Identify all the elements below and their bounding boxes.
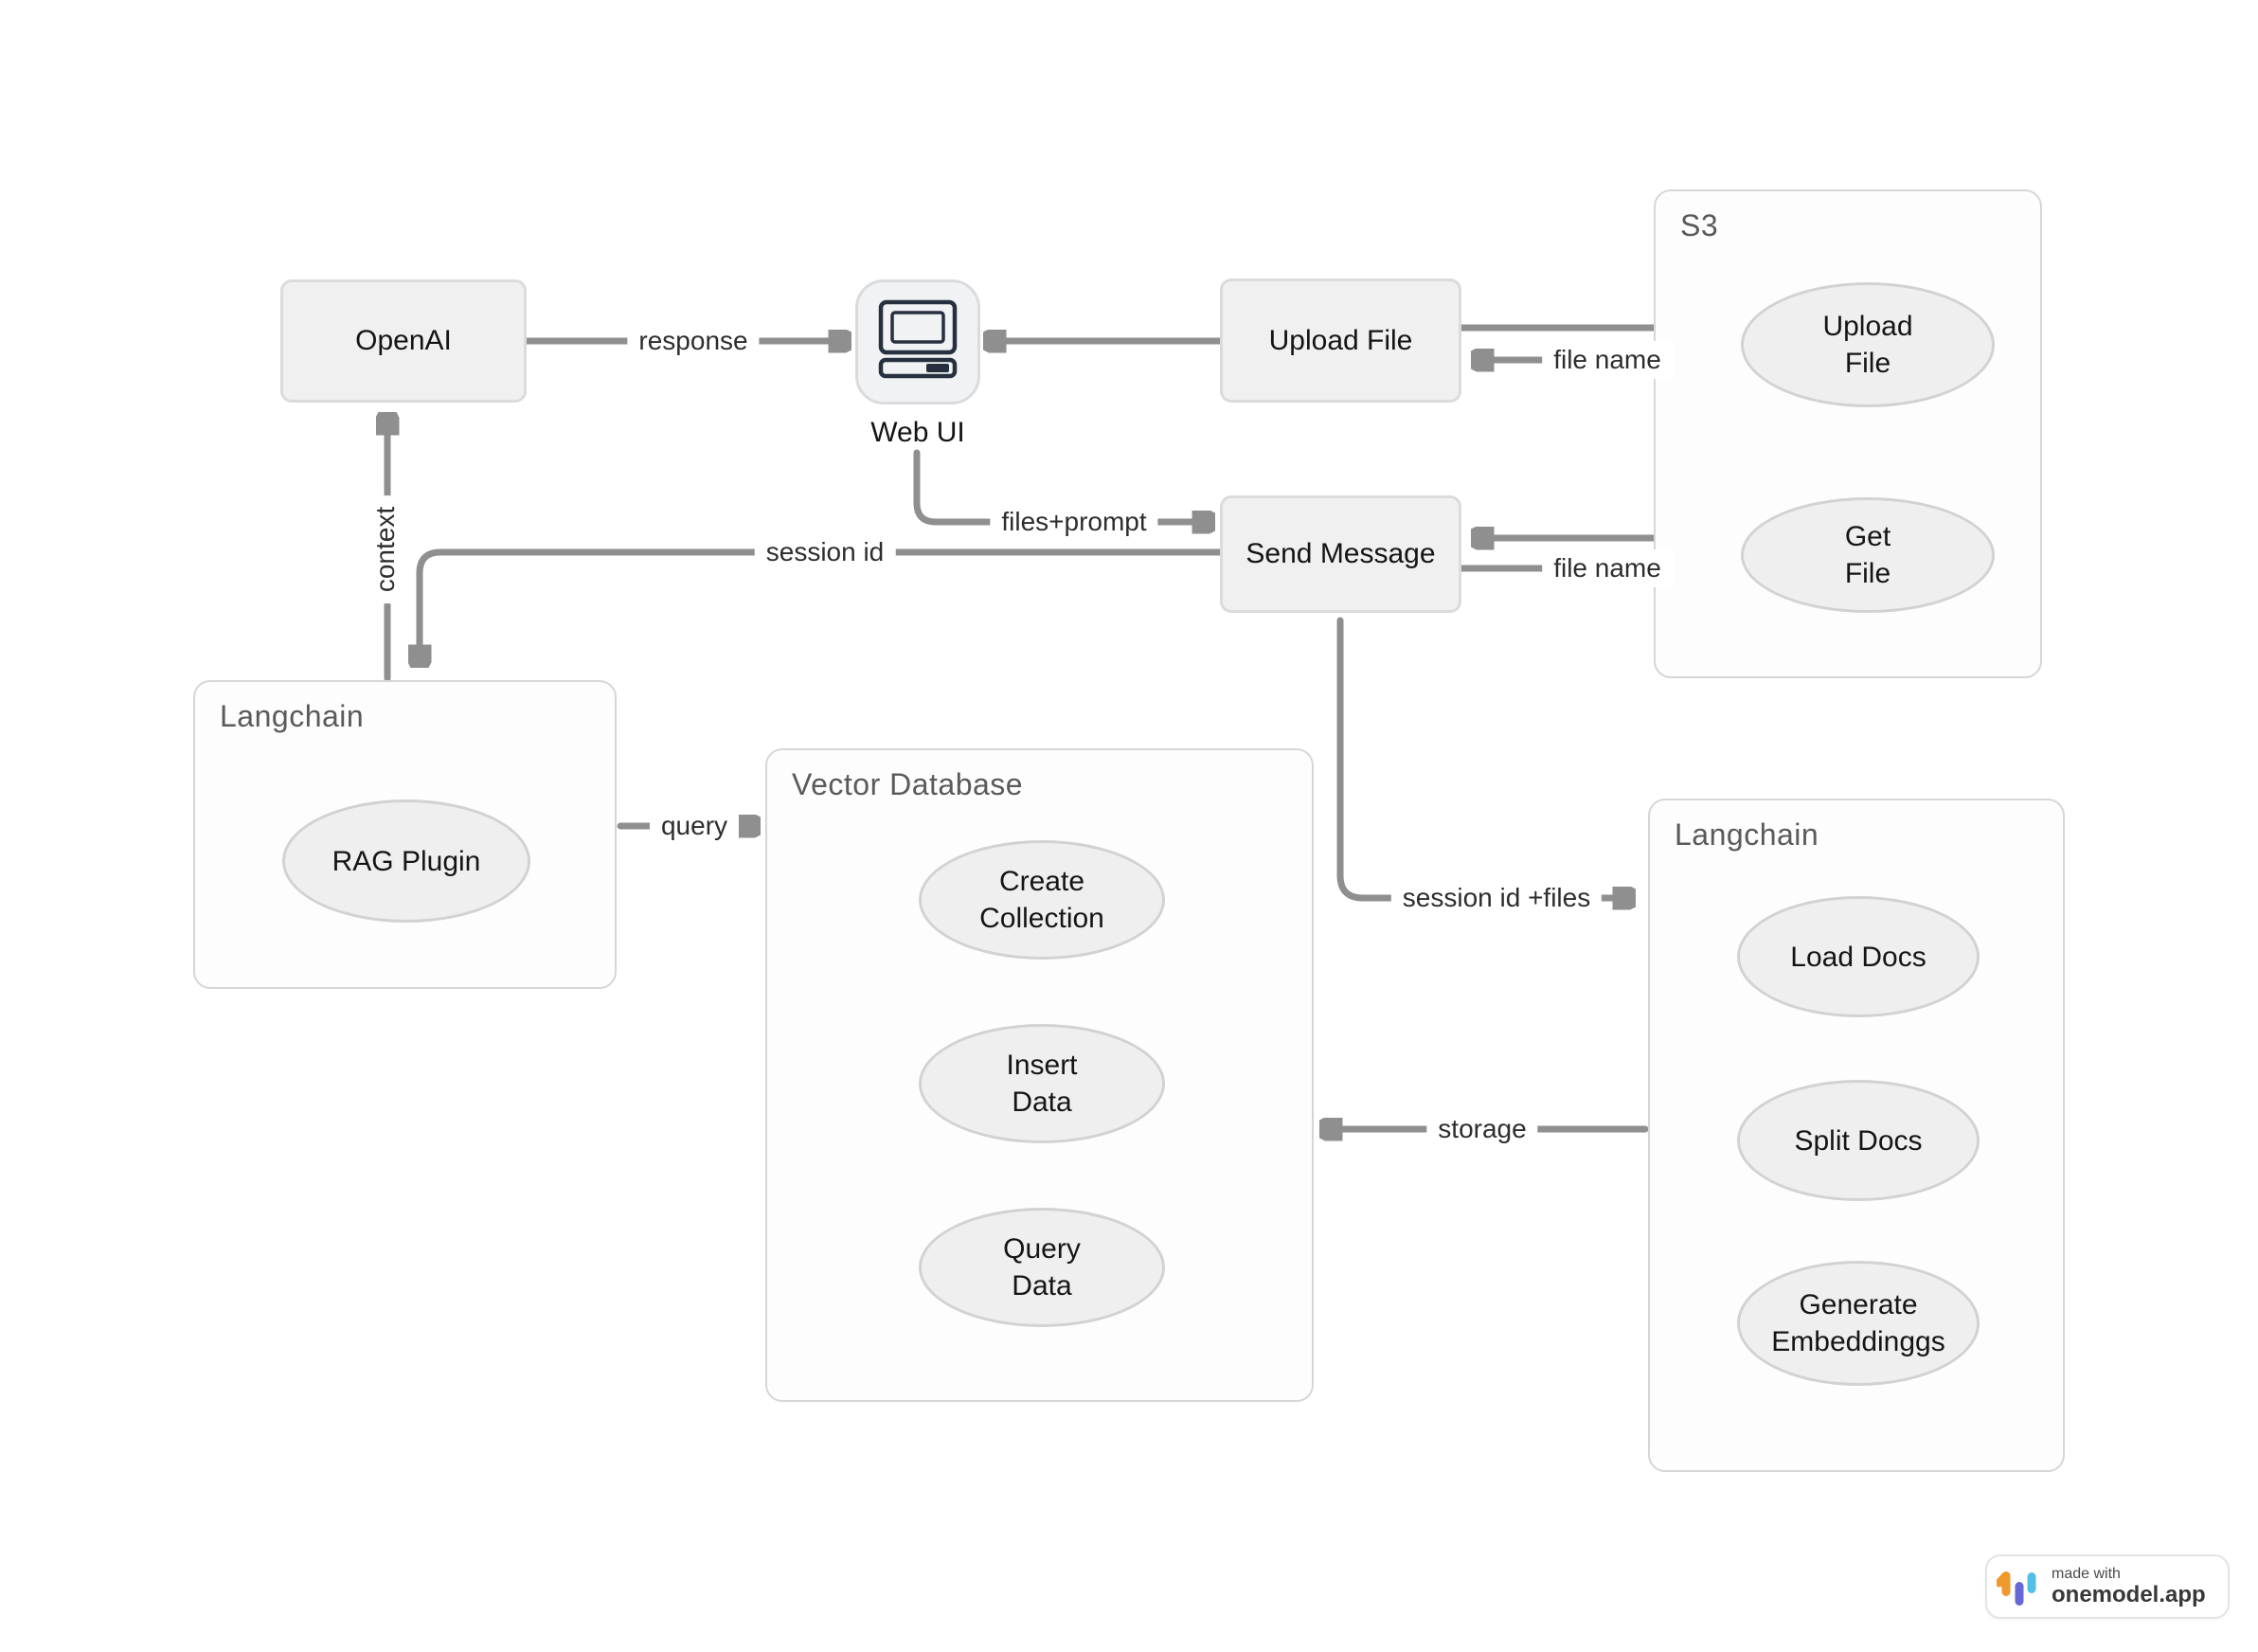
edge-label-query: query (649, 807, 740, 845)
edge-label-session-id: session id (754, 533, 896, 571)
ellipse-split-docs: Split Docs (1737, 1080, 1980, 1201)
node-openai: OpenAI (280, 279, 527, 403)
container-langchain-right: Langchain Load Docs Split Docs Generate … (1648, 799, 2065, 1472)
onemodel-logo-icon (1997, 1557, 2040, 1616)
container-vector-database: Vector Database Create Collection Insert… (765, 748, 1314, 1402)
onemodel-badge[interactable]: made with onemodel.app (1985, 1554, 2230, 1619)
container-s3: S3 Upload File Get File (1654, 189, 2042, 678)
ellipse-create-collection: Create Collection (919, 840, 1165, 960)
edge-label-files-prompt: files+prompt (990, 503, 1158, 541)
ellipse-s3-upload-file: Upload File (1741, 282, 1995, 407)
container-langchain-left-title: Langchain (220, 699, 365, 733)
edge-label-response: response (627, 322, 760, 360)
ellipse-s3-get-file: Get File (1741, 497, 1995, 613)
badge-brand: onemodel.app (2052, 1582, 2206, 1607)
onemodel-badge-text: made with onemodel.app (2052, 1566, 2206, 1607)
container-vector-database-title: Vector Database (792, 767, 1024, 801)
node-web-ui-label: Web UI (870, 417, 965, 448)
ellipse-load-docs: Load Docs (1737, 896, 1980, 1017)
edge-session-id-files-line (1336, 617, 1631, 898)
edge-label-storage: storage (1426, 1110, 1538, 1148)
container-langchain-left: Langchain RAG Plugin (193, 680, 617, 989)
ellipse-query-data: Query Data (919, 1208, 1165, 1327)
badge-made-with: made with (2052, 1566, 2121, 1582)
container-langchain-right-title: Langchain (1675, 817, 1819, 852)
ellipse-generate-embeddings: Generate Embeddinggs (1737, 1261, 1980, 1386)
ellipse-insert-data: Insert Data (919, 1024, 1165, 1143)
edge-label-context: context (367, 494, 404, 604)
ellipse-rag-plugin: RAG Plugin (282, 799, 530, 923)
edge-label-file-name-upload: file name (1542, 341, 1673, 379)
node-send-message: Send Message (1220, 495, 1461, 613)
node-upload-file: Upload File (1220, 278, 1461, 403)
computer-icon (855, 278, 980, 407)
node-web-ui (855, 279, 980, 404)
edge-label-file-name-get: file name (1542, 549, 1673, 587)
container-s3-title: S3 (1680, 208, 1719, 242)
edge-label-session-id-files: session id +files (1390, 879, 1603, 917)
